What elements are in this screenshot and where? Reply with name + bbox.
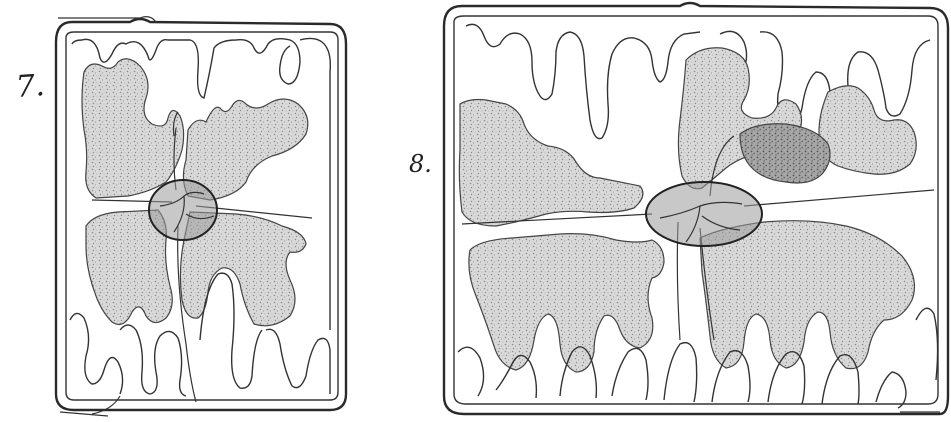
figure-8-cell (444, 3, 948, 414)
figure-7-cell (56, 17, 346, 414)
figure-8-label: 8. (409, 152, 432, 176)
figure-7-label: 7. (15, 71, 46, 103)
